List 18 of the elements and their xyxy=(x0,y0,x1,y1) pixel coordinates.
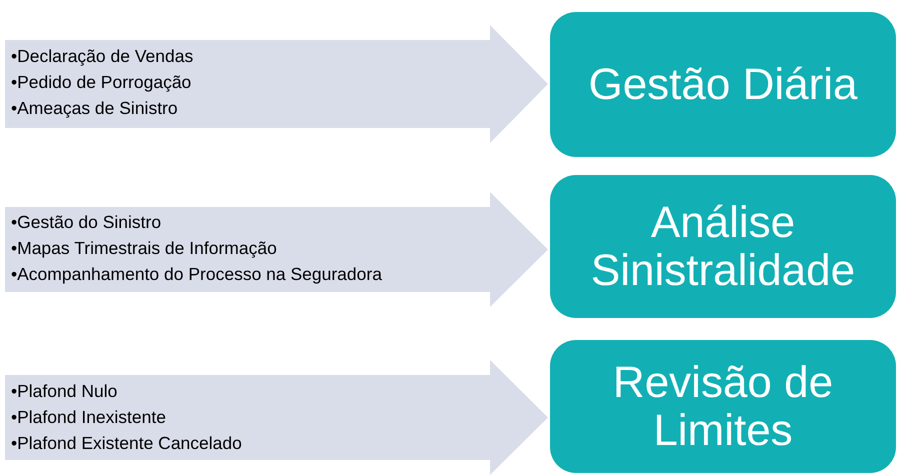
process-box xyxy=(550,340,896,473)
list-item: •Ameaças de Sinistro xyxy=(11,97,179,120)
list-item: •Plafond Inexistente xyxy=(11,406,167,429)
list-item: •Declaração de Vendas xyxy=(11,45,194,68)
list-item: •Gestão do Sinistro xyxy=(11,211,162,234)
list-item: •Mapas Trimestrais de Informação xyxy=(11,237,278,260)
process-box xyxy=(550,175,896,318)
box-title: Análise Sinistralidade xyxy=(590,198,856,294)
list-item: •Pedido de Porrogação xyxy=(11,71,192,94)
list-item: •Plafond Existente Cancelado xyxy=(11,432,242,455)
arrow-banner xyxy=(5,192,548,307)
box-title: Gestão Diária xyxy=(587,60,858,108)
arrow-banner xyxy=(5,25,548,143)
box-title: Revisão de Limites xyxy=(612,358,834,454)
list-item: •Acompanhamento do Processo na Seguradora xyxy=(11,263,382,286)
list-item: •Plafond Nulo xyxy=(11,380,118,403)
arrow-banner xyxy=(5,360,548,475)
process-box xyxy=(550,12,896,157)
